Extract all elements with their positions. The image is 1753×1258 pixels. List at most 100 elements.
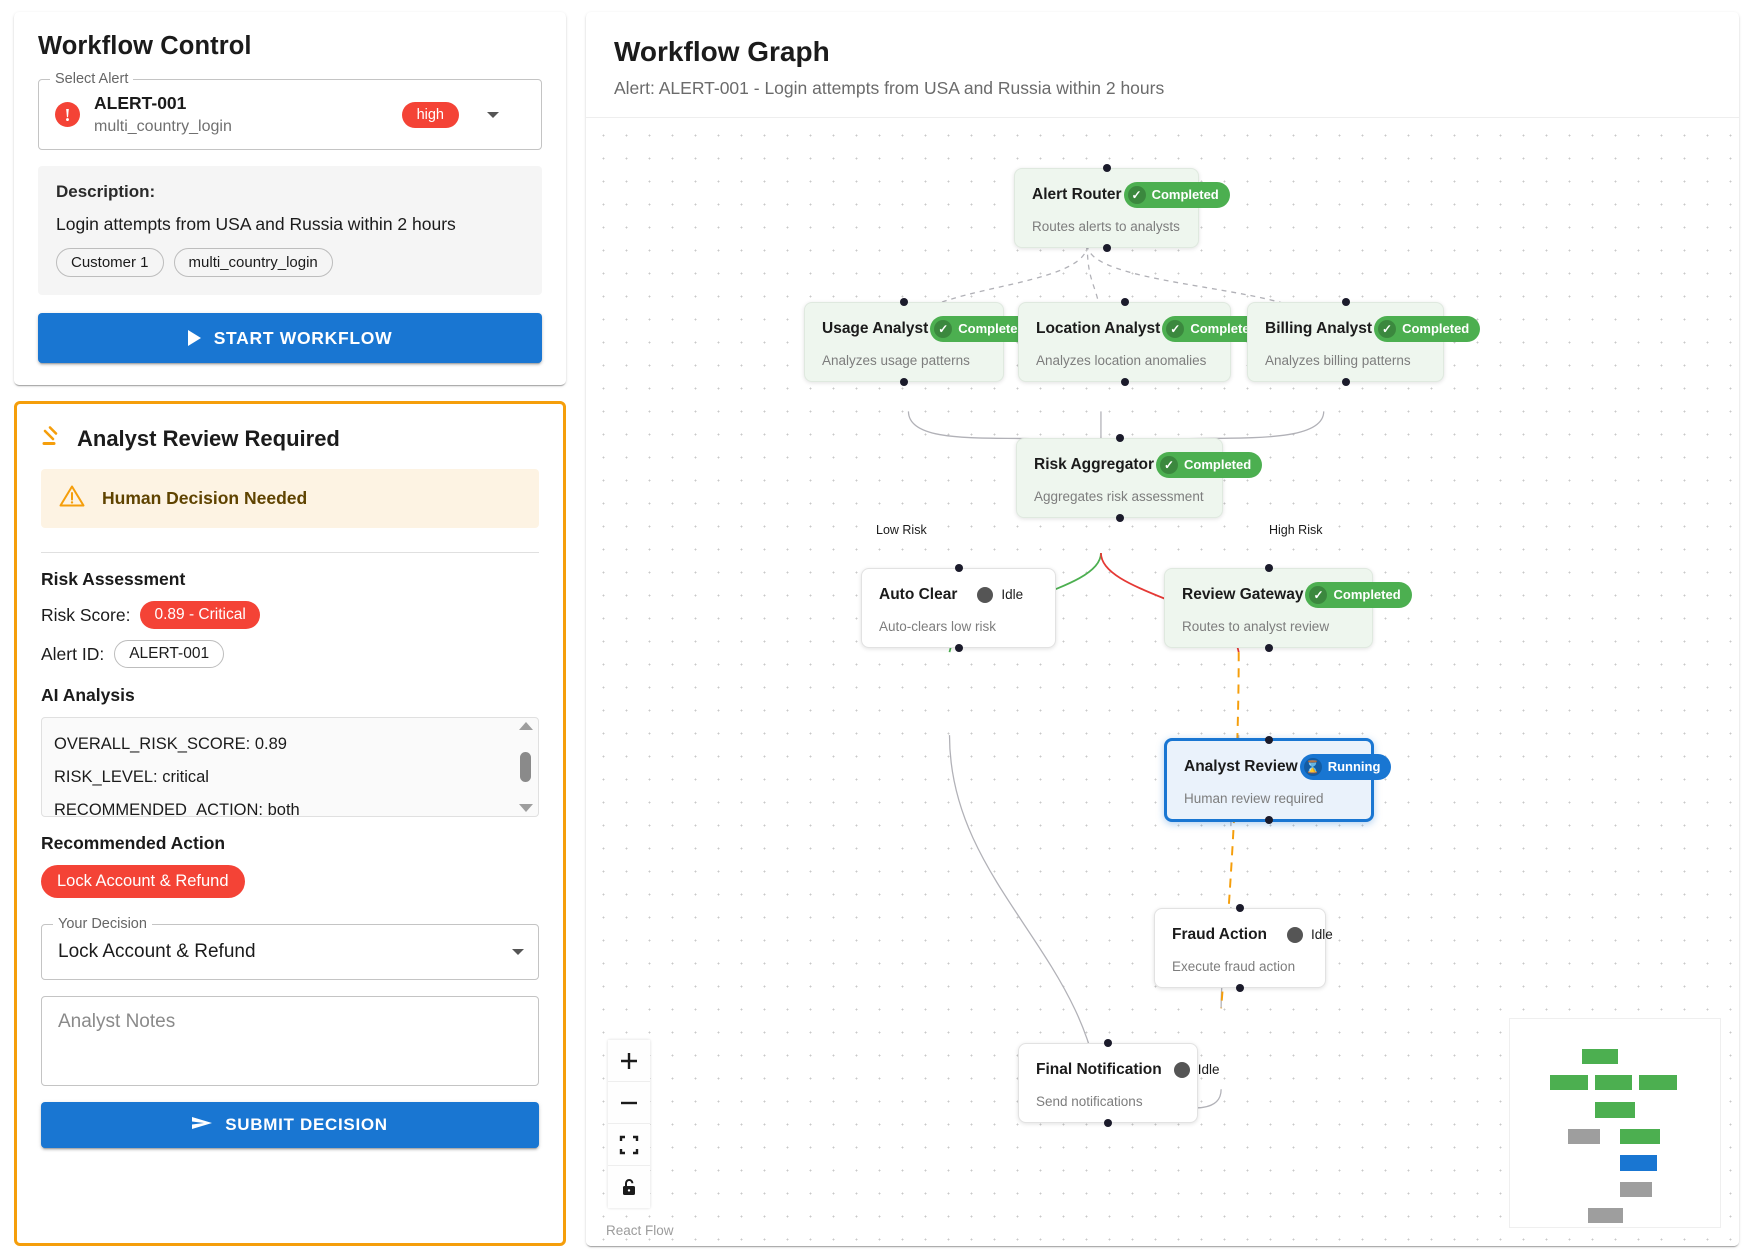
node-handle-top — [1115, 434, 1124, 442]
ai-analysis-line: RECOMMENDED_ACTION: both — [54, 801, 300, 818]
tag-list: Customer 1 multi_country_login — [56, 248, 524, 278]
node-handle-top — [1264, 564, 1273, 572]
node-location-analyst[interactable]: Location Analyst ✓ Completed Analyzes lo… — [1018, 298, 1269, 386]
status-label: Completed — [1151, 187, 1219, 202]
minimap-node — [1595, 1102, 1635, 1118]
node-desc: Routes to analyst review — [1182, 618, 1330, 634]
edge-label-high-risk: High Risk — [1266, 523, 1326, 537]
node-desc: Execute fraud action — [1172, 959, 1296, 975]
warning-triangle-icon — [59, 484, 85, 513]
node-desc: Routes alerts to analysts — [1032, 218, 1180, 234]
minimap-node — [1639, 1075, 1677, 1090]
node-handle-bottom — [1104, 1119, 1112, 1128]
recommended-action-title: Recommended Action — [41, 833, 226, 854]
node-handle-top — [954, 564, 963, 572]
play-icon — [187, 330, 201, 347]
alert-select[interactable]: Select Alert ! ALERT-001 multi_country_l… — [38, 71, 542, 151]
node-usage-analyst[interactable]: Usage Analyst ✓ Completed Analyzes usage… — [804, 298, 1037, 386]
check-circle-icon: ✓ — [1127, 185, 1146, 204]
start-workflow-button[interactable]: START WORKFLOW — [38, 313, 542, 364]
ai-analysis-scrollbox[interactable]: OVERALL_RISK_SCORE: 0.89 RISK_LEVEL: cri… — [41, 717, 539, 818]
minimap-node — [1588, 1208, 1623, 1223]
scrollbar-thumb[interactable] — [520, 752, 531, 783]
node-title: Auto Clear — [879, 586, 958, 604]
left-sidebar: Workflow Control Select Alert ! ALERT-00… — [0, 0, 580, 1258]
node-title: Location Analyst — [1036, 319, 1161, 337]
severity-badge: high — [401, 101, 459, 128]
node-desc: Analyzes location anomalies — [1036, 352, 1207, 368]
chevron-down-icon[interactable] — [487, 111, 499, 118]
minimap-node — [1620, 1129, 1660, 1144]
node-alert-router[interactable]: Alert Router ✓ Completed Routes alerts t… — [1014, 164, 1230, 252]
scroll-down-arrow-icon[interactable] — [518, 804, 533, 813]
divider — [41, 552, 539, 554]
node-title: Alert Router — [1032, 185, 1122, 203]
status-badge-idle: Idle — [975, 582, 1034, 608]
idle-dot-icon — [1287, 927, 1304, 944]
hourglass-icon: ⌛ — [1303, 757, 1322, 776]
alert-type-text: multi_country_login — [94, 117, 232, 135]
submit-decision-button[interactable]: SUBMIT DECISION — [41, 1102, 539, 1149]
node-final-notification[interactable]: Final Notification Idle Send notificatio… — [1018, 1039, 1220, 1128]
decision-select[interactable]: Your Decision Lock Account & Refund — [41, 916, 539, 981]
graph-subtitle: Alert: ALERT-001 - Login attempts from U… — [614, 78, 1165, 98]
node-title: Risk Aggregator — [1034, 455, 1155, 473]
node-analyst-review[interactable]: Analyst Review ⌛ Running Human review re… — [1164, 736, 1392, 824]
node-handle-bottom — [900, 377, 908, 386]
node-review-gateway[interactable]: Review Gateway ✓ Completed Routes to ana… — [1164, 564, 1412, 652]
minimap-node — [1568, 1129, 1600, 1144]
check-circle-icon: ✓ — [1378, 319, 1397, 338]
react-flow-minimap[interactable] — [1509, 1018, 1721, 1228]
status-label: Completed — [1333, 587, 1401, 602]
node-billing-analyst[interactable]: Billing Analyst ✓ Completed Analyzes bil… — [1247, 298, 1481, 386]
chevron-down-icon[interactable] — [512, 949, 524, 956]
status-label: Idle — [1001, 587, 1024, 602]
zoom-out-icon[interactable] — [608, 1082, 650, 1124]
node-auto-clear[interactable]: Auto Clear Idle Auto-clears low risk — [861, 564, 1056, 653]
graph-card: Workflow Graph Alert: ALERT-001 - Login … — [586, 12, 1739, 1246]
node-risk-aggregator[interactable]: Risk Aggregator ✓ Completed Aggregates r… — [1016, 434, 1263, 522]
minimap-node — [1620, 1155, 1657, 1171]
node-title: Billing Analyst — [1265, 319, 1373, 337]
scroll-up-arrow-icon[interactable] — [518, 722, 533, 731]
graph-panel: Workflow Graph Alert: ALERT-001 - Login … — [580, 0, 1753, 1258]
alert-id-text: ALERT-001 — [94, 93, 187, 113]
node-handle-bottom — [1115, 513, 1124, 522]
node-handle-top — [1341, 298, 1350, 306]
graph-header: Workflow Graph Alert: ALERT-001 - Login … — [586, 12, 1739, 118]
node-handle-top — [1120, 298, 1129, 306]
check-circle-icon: ✓ — [934, 319, 953, 338]
tag-alert-type: multi_country_login — [173, 248, 333, 278]
status-badge-completed: ✓ Completed — [1305, 582, 1412, 608]
node-title: Fraud Action — [1172, 926, 1268, 944]
banner-text: Human Decision Needed — [102, 488, 308, 509]
status-label: Completed — [958, 321, 1026, 336]
analyst-notes-input[interactable]: Analyst Notes — [41, 996, 539, 1087]
human-decision-banner: Human Decision Needed — [41, 469, 539, 529]
react-flow-canvas[interactable]: Alert Router ✓ Completed Routes alerts t… — [586, 118, 1739, 1246]
zoom-in-icon[interactable] — [608, 1040, 650, 1082]
node-fraud-action[interactable]: Fraud Action Idle Execute fraud action — [1154, 904, 1333, 993]
alert-id-badge: ALERT-001 — [114, 640, 225, 669]
graph-title: Workflow Graph — [614, 36, 830, 67]
alert-id-row: Alert ID: ALERT-001 — [41, 640, 539, 669]
check-circle-icon: ✓ — [1309, 585, 1328, 604]
node-desc: Send notifications — [1036, 1094, 1143, 1110]
scrollbar[interactable] — [517, 722, 534, 813]
alert-id-label: Alert ID: — [41, 643, 105, 664]
minimap-node — [1620, 1182, 1652, 1197]
risk-score-row: Risk Score: 0.89 - Critical — [41, 601, 539, 630]
node-title: Review Gateway — [1182, 585, 1304, 603]
check-circle-icon: ✓ — [1166, 319, 1185, 338]
tag-customer: Customer 1 — [56, 248, 164, 278]
status-label: Running — [1327, 759, 1381, 774]
minimap-node — [1582, 1049, 1618, 1064]
lock-toggle-icon[interactable] — [608, 1166, 650, 1208]
edge-label-low-risk: Low Risk — [873, 523, 930, 537]
status-label: Completed — [1190, 321, 1258, 336]
fit-view-icon[interactable] — [608, 1124, 650, 1166]
ai-analysis-line: RISK_LEVEL: critical — [54, 768, 209, 787]
react-flow-controls[interactable] — [608, 1040, 650, 1208]
risk-assessment-title: Risk Assessment — [41, 569, 186, 590]
